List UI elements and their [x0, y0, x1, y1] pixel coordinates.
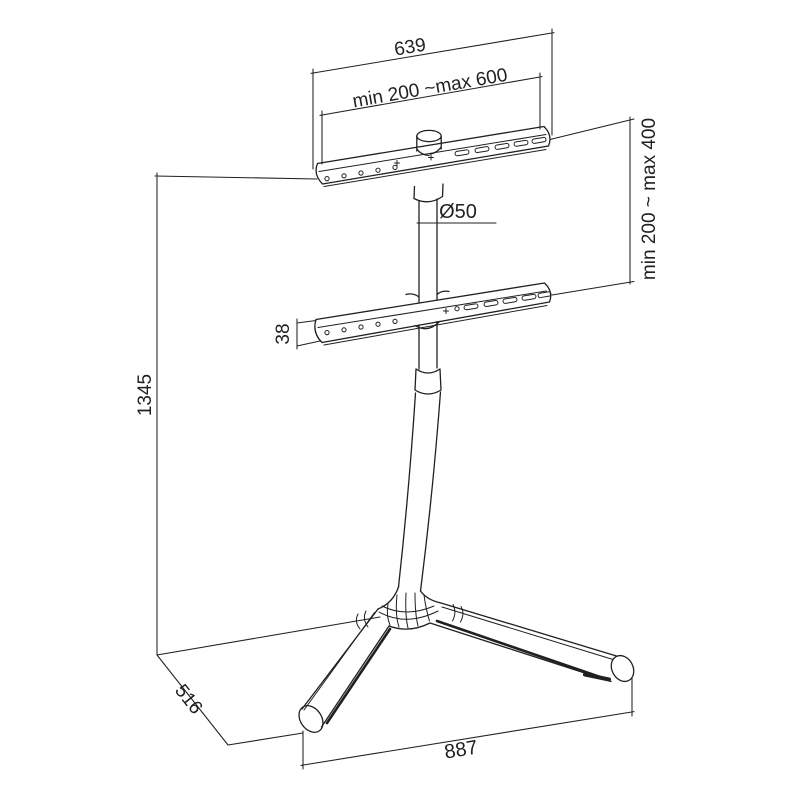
dim-bracket-height-label: 38	[273, 323, 294, 344]
dim-line-base-width	[300, 677, 635, 770]
dim-overall-height-label: 1345	[135, 374, 156, 416]
dim-line-bracket-height	[296, 318, 321, 350]
dimension-labels: 639 min 200 ~max 600 min 200 ~ max 400 Ø…	[135, 35, 660, 764]
lower-collar	[405, 290, 450, 330]
lower-bracket-holes	[324, 306, 460, 336]
pole-mid	[418, 320, 438, 370]
top-boss-body	[416, 135, 442, 157]
left-leg	[301, 608, 390, 728]
screw-cross	[443, 308, 449, 314]
dim-pole-diameter-label: Ø50	[439, 201, 477, 223]
right-leg-shadow	[435, 619, 609, 681]
pole-joint	[414, 368, 442, 395]
dim-vesa-width-label: min 200 ~max 600	[351, 65, 509, 113]
top-boss-cap	[416, 129, 442, 143]
dim-depth-label: 516	[170, 681, 206, 719]
lower-bracket-outline	[314, 282, 552, 344]
top-bracket-holes	[324, 154, 434, 182]
junction-flares	[377, 586, 442, 610]
dim-line-top-width	[310, 28, 555, 170]
left-foot-cap	[298, 705, 324, 733]
dim-line-vesa-width	[319, 72, 543, 165]
lower-bracket-face-line	[317, 290, 547, 328]
top-bracket-outline	[315, 125, 551, 185]
base-legs	[298, 586, 635, 733]
top-collar	[413, 183, 444, 203]
lower-bracket-slots	[463, 291, 552, 311]
lower-vesa-bracket	[314, 282, 552, 346]
screw-cross	[394, 160, 400, 166]
right-leg-highlight	[441, 606, 614, 660]
right-foot-shadow	[583, 672, 611, 682]
pole-upper	[418, 198, 438, 304]
top-bracket-bottom-edge	[323, 149, 547, 187]
top-bracket-slots	[454, 136, 547, 157]
dimension-lines	[154, 28, 635, 770]
dim-vesa-height-label: min 200 ~ max 400	[639, 118, 660, 280]
dim-line-depth	[156, 616, 381, 746]
left-leg-highlight	[303, 612, 375, 711]
dim-base-width-label: 887	[443, 737, 479, 764]
screw-cross	[428, 154, 434, 161]
junction-webbing	[355, 592, 464, 630]
dim-line-vesa-height	[549, 116, 635, 296]
dim-top-width-label: 639	[393, 35, 428, 61]
top-vesa-bracket	[315, 125, 551, 203]
left-leg-shadow	[325, 627, 392, 725]
pole-lower	[397, 391, 442, 592]
dim-line-overall-height	[154, 172, 318, 656]
right-leg	[388, 602, 618, 683]
pole	[397, 198, 442, 592]
right-foot-cap	[610, 654, 635, 683]
